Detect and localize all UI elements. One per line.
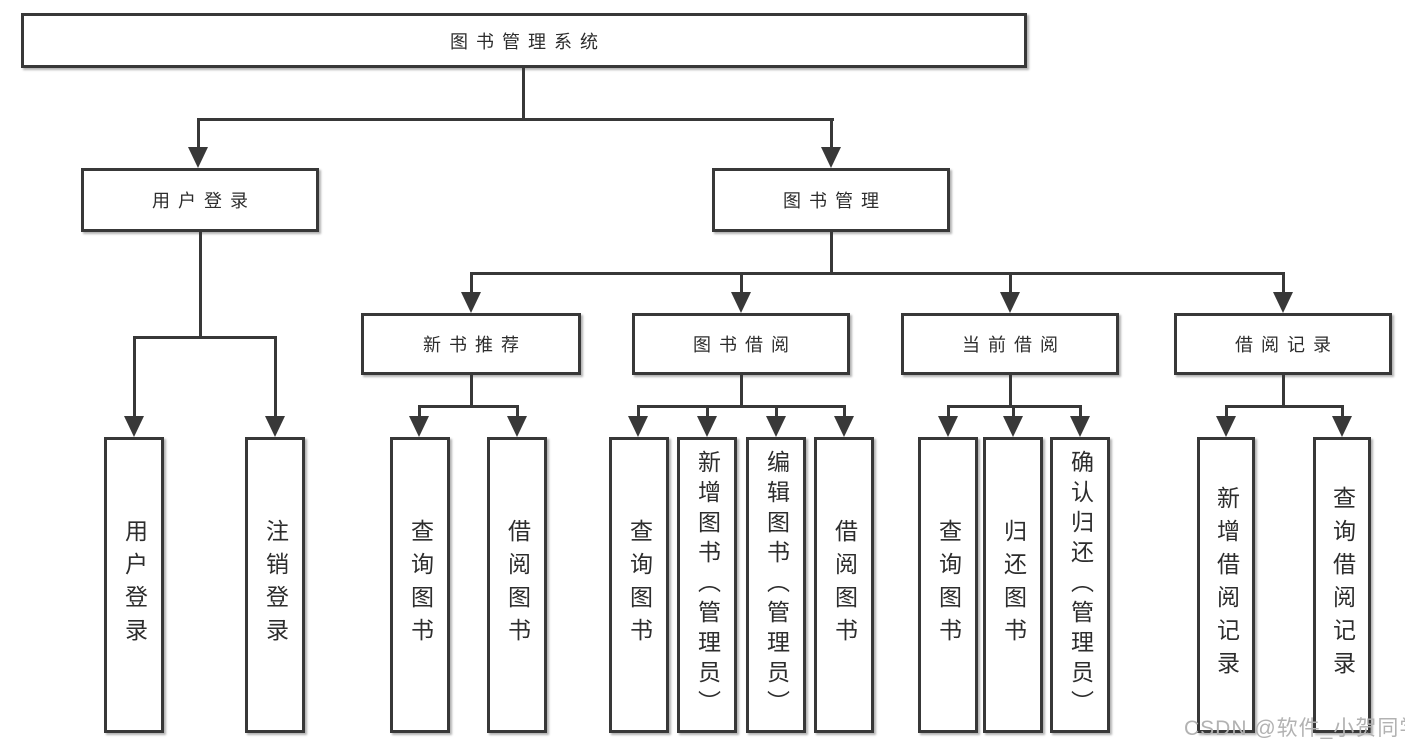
connector-line	[1225, 405, 1344, 408]
arrow-down-icon	[1000, 272, 1020, 313]
arrow-down-icon	[409, 405, 429, 437]
connector-line	[637, 405, 846, 408]
arrow-down-icon	[628, 405, 648, 437]
node-label: 新书推荐	[423, 335, 527, 355]
arrow-down-icon	[1332, 405, 1352, 437]
connector-line	[133, 336, 277, 339]
node-label: 查询图书	[935, 519, 962, 651]
arrow-down-icon	[1216, 405, 1236, 437]
node-label: 查询图书	[626, 519, 653, 651]
leaf-return-books: 归还图书	[983, 437, 1043, 733]
arrow-down-icon	[731, 272, 751, 313]
connector-line	[740, 375, 743, 405]
node-label: 借阅图书	[831, 519, 858, 651]
node-label: 新增图书（管理员）	[694, 450, 721, 720]
arrow-down-icon	[1070, 405, 1090, 437]
connector-line	[470, 375, 473, 405]
arrow-down-icon	[1003, 405, 1023, 437]
arrow-down-icon	[766, 405, 786, 437]
node-label: 归还图书	[1000, 519, 1027, 651]
node-label: 查询借阅记录	[1329, 486, 1356, 684]
arrow-down-icon	[461, 272, 481, 313]
connector-line	[830, 232, 833, 272]
arrow-down-icon	[697, 405, 717, 437]
arrow-down-icon	[507, 405, 527, 437]
leaf-confirm-return-admin: 确认归还（管理员）	[1050, 437, 1110, 733]
leaf-query-books-recommend: 查询图书	[390, 437, 450, 733]
leaf-borrow-books-recommend: 借阅图书	[487, 437, 547, 733]
node-borrowing-records: 借阅记录	[1174, 313, 1392, 375]
node-label: 用户登录	[121, 519, 148, 651]
node-book-borrowing: 图书借阅	[632, 313, 850, 375]
node-label: 用户登录	[152, 191, 256, 211]
leaf-query-books-borrowing: 查询图书	[609, 437, 669, 733]
node-label: 注销登录	[262, 519, 289, 651]
connector-line	[1282, 375, 1285, 405]
arrow-down-icon	[124, 336, 144, 437]
arrow-down-icon	[834, 405, 854, 437]
node-label: 图书管理	[783, 191, 887, 211]
connector-line	[522, 68, 525, 118]
arrow-down-icon	[1273, 272, 1293, 313]
connector-line	[947, 405, 1082, 408]
leaf-query-borrow-record: 查询借阅记录	[1313, 437, 1371, 733]
node-label: 编辑图书（管理员）	[763, 450, 790, 720]
leaf-edit-books-admin: 编辑图书（管理员）	[746, 437, 806, 733]
node-label: 确认归还（管理员）	[1067, 450, 1094, 720]
leaf-logout-login: 注销登录	[245, 437, 305, 733]
connector-line	[418, 405, 519, 408]
leaf-borrow-books-borrowing: 借阅图书	[814, 437, 874, 733]
node-label: 借阅记录	[1235, 335, 1339, 355]
node-new-book-recommendation: 新书推荐	[361, 313, 581, 375]
node-book-management: 图书管理	[712, 168, 950, 232]
leaf-user-login: 用户登录	[104, 437, 164, 733]
leaf-add-borrow-record: 新增借阅记录	[1197, 437, 1255, 733]
connector-line	[470, 272, 1285, 275]
node-current-borrowing: 当前借阅	[901, 313, 1119, 375]
connector-line	[1009, 375, 1012, 405]
node-user-login: 用户登录	[81, 168, 319, 232]
node-label: 新增借阅记录	[1213, 486, 1240, 684]
watermark: CSDN @软件_小贺同学	[1184, 717, 1405, 740]
arrow-down-icon	[938, 405, 958, 437]
connector-line	[199, 232, 202, 336]
connector-line	[197, 118, 834, 121]
node-label: 查询图书	[407, 519, 434, 651]
leaf-query-books-current: 查询图书	[918, 437, 978, 733]
node-label: 借阅图书	[504, 519, 531, 651]
node-label: 图书借阅	[693, 335, 797, 355]
arrow-down-icon	[265, 336, 285, 437]
arrow-down-icon	[188, 118, 208, 168]
node-label: 当前借阅	[962, 335, 1066, 355]
arrow-down-icon	[821, 118, 841, 168]
node-library-management-system: 图书管理系统	[21, 13, 1027, 68]
leaf-add-books-admin: 新增图书（管理员）	[677, 437, 737, 733]
node-label: 图书管理系统	[450, 31, 606, 52]
